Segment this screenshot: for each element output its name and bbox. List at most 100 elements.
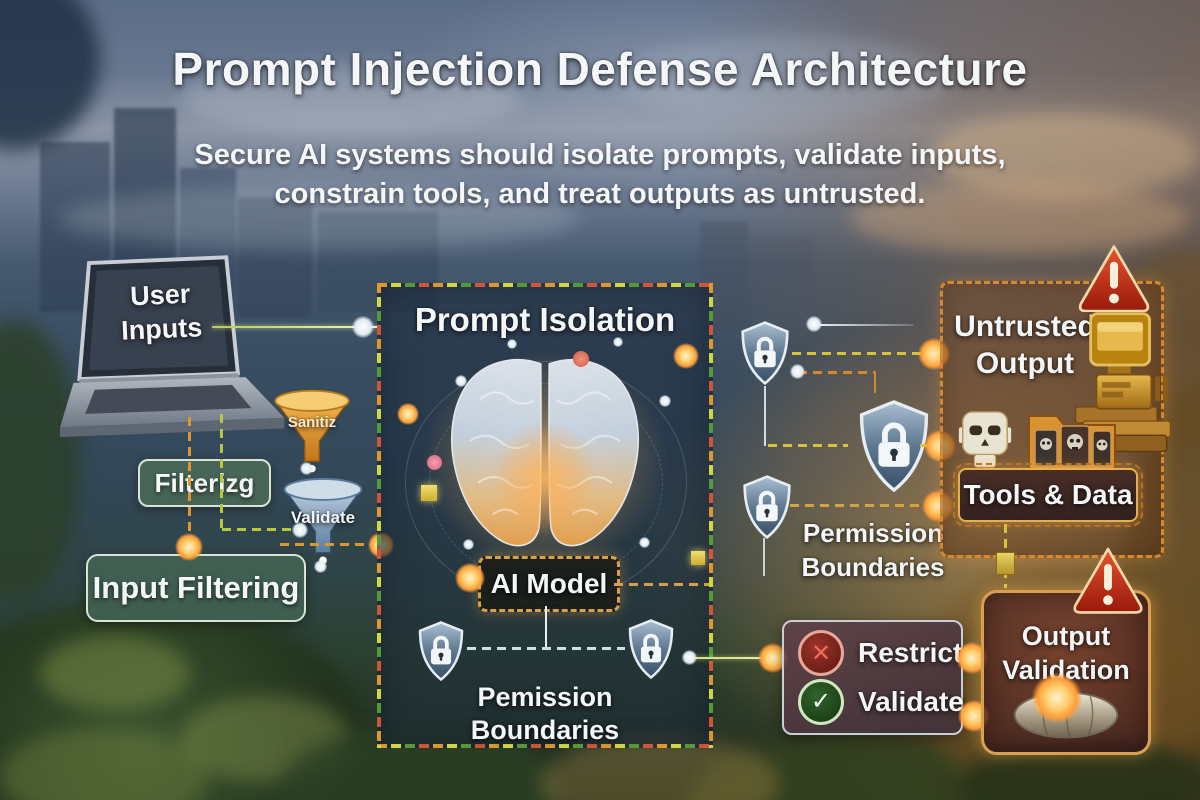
city-building [238,198,312,318]
connector-node [352,316,374,338]
tree-highlight [40,636,190,710]
network-node [507,339,517,349]
cloud [930,112,1200,198]
network-glow [673,343,699,369]
shield-lock-icon [415,620,467,682]
panel-border-top [377,283,713,287]
prompt-isolation-title: Prompt Isolation [414,301,676,338]
junction-glow [918,338,950,370]
permission-line1: Permission [802,518,944,548]
funnel-validate-icon: Validate [276,476,370,568]
subtitle-line-1: Secure AI systems should isolate prompts… [194,139,1006,171]
boundaries-line2: Boundaries [470,715,620,745]
panel-border-right [709,283,713,748]
shield-lock-icon [740,474,794,540]
network-node [455,375,467,387]
tools-data-label: Tools & Data [963,479,1133,510]
warning-triangle-icon [1071,544,1145,614]
untrusted-line1: Untrusted [954,310,1096,343]
network-node [659,395,671,407]
panel-border-bottom [377,744,713,748]
connector-white [815,324,913,326]
brain-icon [415,345,675,575]
junction-glow [455,563,485,593]
cloud [850,182,1190,254]
connector-gold-node [996,552,1015,575]
junction-glow [175,533,203,561]
validate-row: ✓ Validate [798,678,964,725]
page-title: Prompt Injection Defense Architecture [172,43,1028,95]
network-glow [397,403,419,425]
output-validation-line1: Output [1021,621,1111,651]
funnel-validate-label: Validate [290,508,356,527]
validate-glyph: ✓ [810,688,832,716]
restrict-x-icon: ✕ [798,630,844,677]
isolation-boundaries-label: Pemission Boundaries [437,681,653,747]
laptop-label-line2: Inputs [120,312,203,346]
laptop-icon: User Inputs [60,252,292,452]
connector-node [682,650,697,665]
connector-laptop-to-isolation [212,326,378,328]
connector-isolation-to-restrict [684,657,782,659]
skull-folder-icon [1020,404,1124,472]
validate-check-icon: ✓ [798,678,844,725]
network-node-pink [427,455,442,470]
connector-node [300,462,313,475]
connector-white-v [763,538,765,576]
connector-aimodel-right [614,583,709,586]
connector-lowshield-out [790,504,938,507]
skull-icon [958,410,1012,470]
boundaries-line1: Pemission [477,682,613,712]
output-validation-panel: Output Validation [981,590,1151,755]
connector-to-midshield [768,444,848,447]
warning-triangle-icon [1076,242,1152,312]
connector-filtering-to-isolation [280,543,378,546]
cloud [60,186,580,250]
funnel-sanitize-icon: Sanitiz [266,388,358,476]
restrict-validate-box: ✕ Restrict ✓ Validate [782,620,964,735]
restrict-row: ✕ Restrict [798,630,962,677]
city-building [752,238,814,328]
untrusted-line2: Output [975,347,1075,380]
junction-glow [922,490,954,522]
shield-lock-icon [625,618,677,680]
filtering-badge: Filterizg [138,459,271,507]
untrusted-output-title: Untrusted Output [945,308,1105,382]
network-node-red [573,351,589,367]
shield-lock-icon [738,320,792,386]
cloud [180,64,520,134]
tools-data-box: Tools & Data [953,463,1143,527]
connector-node [806,316,822,332]
connector-node [292,522,308,538]
ai-model-label: AI Model [490,568,608,599]
connector-orange-v [874,371,876,393]
shield-lock-icon [850,398,938,494]
prompt-isolation-panel: Prompt Isolation [377,283,713,748]
subtitle-line-2: constrain tools, and treat outputs as un… [274,178,926,210]
page-subtitle: Secure AI systems should isolate prompts… [0,136,1200,214]
restrict-label: Restrict [858,637,963,669]
connector-node [790,364,805,379]
capsule-glow [1032,673,1082,723]
connector-filter-vertical-orange [188,417,191,547]
connector-shield-to-output [792,352,934,355]
validate-label: Validate [858,685,964,717]
connector-orange [798,371,876,374]
network-node [463,539,474,550]
permission-line2: Boundaries [801,552,945,582]
boundary-permission-label: Permission Boundaries [790,516,956,584]
network-node [613,337,623,347]
ai-model-box: AI Model [478,556,620,612]
laptop-screen-label: User Inputs [85,275,238,349]
funnel-sanitize-label: Sanitiz [287,414,337,431]
connector-filter-vertical-green [220,414,223,530]
cloud [620,36,950,120]
panel-border-left [377,283,381,748]
restrict-glyph: ✕ [810,639,832,667]
connector-white-v [764,386,766,446]
network-node-yellow [691,551,705,565]
connector-node [314,560,327,573]
connector-aimodel-down [545,606,547,648]
connector-shield-row [467,647,625,650]
